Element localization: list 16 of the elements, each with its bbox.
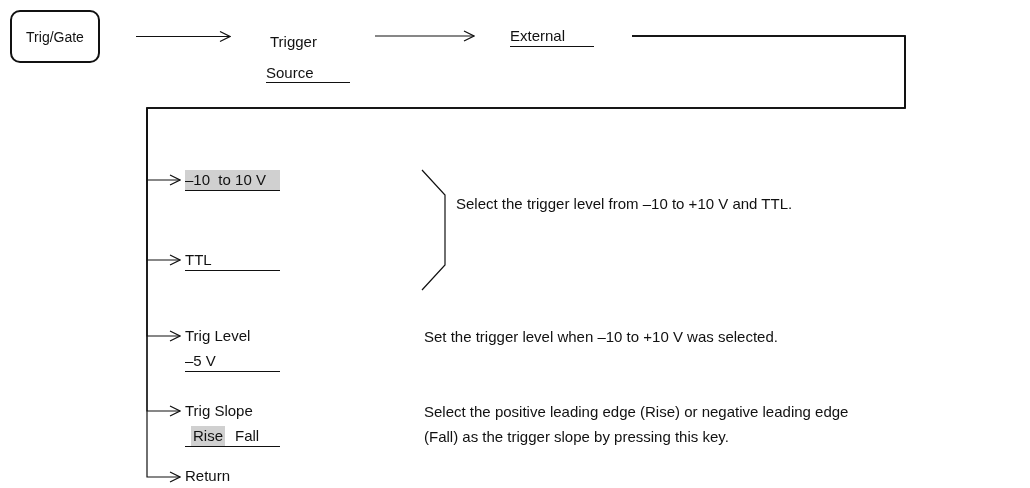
menu-item-label: Trigger Source	[266, 32, 318, 83]
description-text: Set the trigger level when –10 to +10 V was selected.	[424, 327, 779, 347]
menu-option: Rise	[191, 426, 225, 446]
menu-item-label: Return	[185, 467, 231, 484]
arrow	[374, 30, 475, 42]
description-text: Select the trigger level from –10 to +10 V and TTL.	[456, 194, 794, 214]
menu-item-label: Trig Slope	[185, 401, 254, 421]
menu-item-label: Trig Level	[185, 326, 252, 346]
menu-value: –5 V	[185, 351, 280, 372]
menu-key: Trig/Gate	[10, 10, 100, 63]
menu-option: External	[510, 26, 594, 47]
description-text: Select the positive leading edge (Rise) or negative leading edge (Fall) as the trigger slope by pressing this key.	[424, 402, 850, 447]
arrow	[135, 30, 231, 43]
menu-option: Fall	[233, 426, 262, 446]
menu-option: –10 to 10 V	[185, 170, 280, 191]
menu-option: TTL	[185, 250, 280, 271]
